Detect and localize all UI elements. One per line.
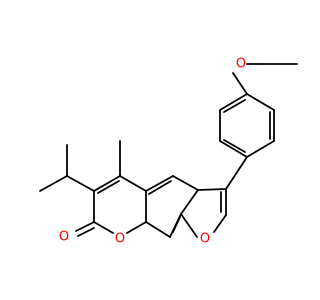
- furan-oxygen-label: O: [200, 232, 210, 247]
- aryl-bond-6: [219, 93, 248, 111]
- structure-canvas: O O O O: [39, 56, 298, 247]
- carbonyl-bonds: [75, 221, 95, 237]
- pyranone-bonds: [93, 175, 147, 234]
- aryl-bond-6-inner: [223, 99, 246, 113]
- aryl-to-furan-bond: [225, 156, 248, 190]
- aryl-bond-4: [219, 140, 248, 158]
- ring-oxygen-label: O: [115, 232, 125, 247]
- molecule-structure: O O O O: [39, 57, 298, 247]
- pyranone-bond-5: [126, 221, 147, 234]
- aryl-bond-1: [246, 93, 275, 111]
- furan-bond-3: [180, 213, 198, 238]
- furan-bond-2: [180, 189, 199, 215]
- benzo-bond-2: [145, 175, 174, 192]
- carbonyl-bond-1: [75, 221, 95, 232]
- benzo-bond-5-inner: [172, 216, 181, 233]
- benzo-bond-4: [145, 221, 171, 238]
- pyranone-bond-1: [119, 175, 147, 192]
- carbonyl-oxygen-label: O: [59, 230, 69, 245]
- pyranone-bond-2-inner: [97, 180, 120, 194]
- methoxy-oxygen-label: O: [236, 57, 246, 72]
- aryl-bond-4-inner: [223, 139, 246, 153]
- carbonyl-bond-2: [77, 227, 95, 237]
- furan-bonds: [180, 188, 227, 238]
- isopropyl-bond-2: [39, 175, 68, 192]
- pyranone-bond-2: [93, 175, 121, 192]
- benzo-bond-2-inner: [148, 180, 172, 195]
- benzo-bond-1: [172, 175, 199, 191]
- isopropyl-bonds: [39, 144, 95, 192]
- pyranone-bond-4: [93, 221, 114, 234]
- benzene-bonds: [145, 175, 199, 238]
- methoxyphenyl-bonds: [219, 63, 298, 190]
- isopropyl-bond-1: [66, 175, 95, 192]
- methoxy-oxygen-bond: [232, 72, 248, 95]
- aryl-bond-3: [246, 140, 275, 158]
- furan-bond-4: [213, 214, 227, 233]
- furan-bond-1: [197, 188, 227, 191]
